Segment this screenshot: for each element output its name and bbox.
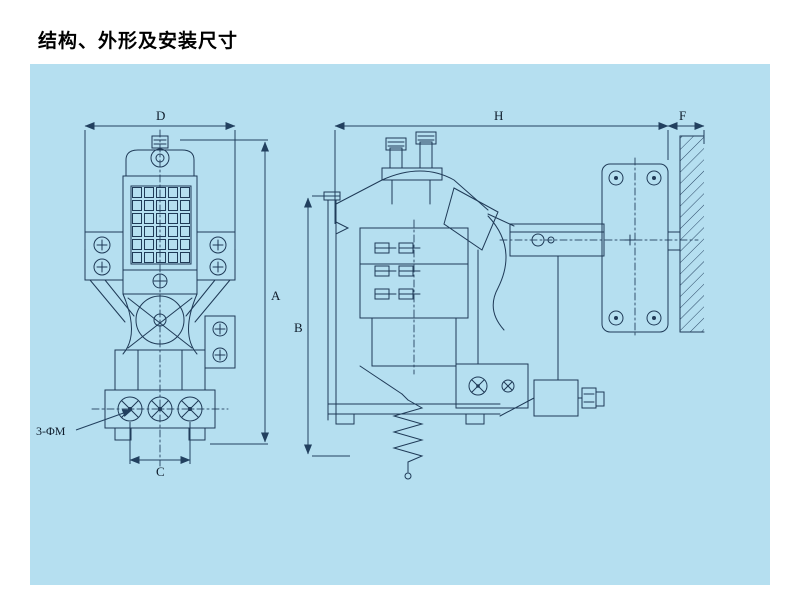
- dimension-f: F: [667, 108, 705, 144]
- side-view: [323, 131, 705, 480]
- dim-label-f: F: [679, 108, 686, 123]
- technical-drawing: D A C 3-ΦM: [30, 64, 770, 585]
- hole-callout: 3-ΦM: [36, 409, 133, 438]
- dimension-c: C: [129, 422, 191, 479]
- dim-label-d: D: [156, 108, 165, 123]
- dimension-h: H: [334, 108, 669, 224]
- front-view: [84, 129, 236, 467]
- dim-label-h: H: [494, 108, 503, 123]
- dimension-b: B: [294, 195, 350, 457]
- dimension-d: D: [84, 108, 236, 249]
- page-title: 结构、外形及安装尺寸: [38, 30, 239, 52]
- dim-label-a: A: [271, 288, 281, 303]
- dim-label-c: C: [156, 464, 165, 479]
- dim-label-b: B: [294, 320, 303, 335]
- panel-background: [30, 64, 770, 585]
- dimension-a: A: [180, 139, 281, 445]
- wall-hatch: [680, 136, 704, 332]
- hole-note-label: 3-ΦM: [36, 424, 66, 438]
- diagram-panel: D A C 3-ΦM: [30, 64, 770, 585]
